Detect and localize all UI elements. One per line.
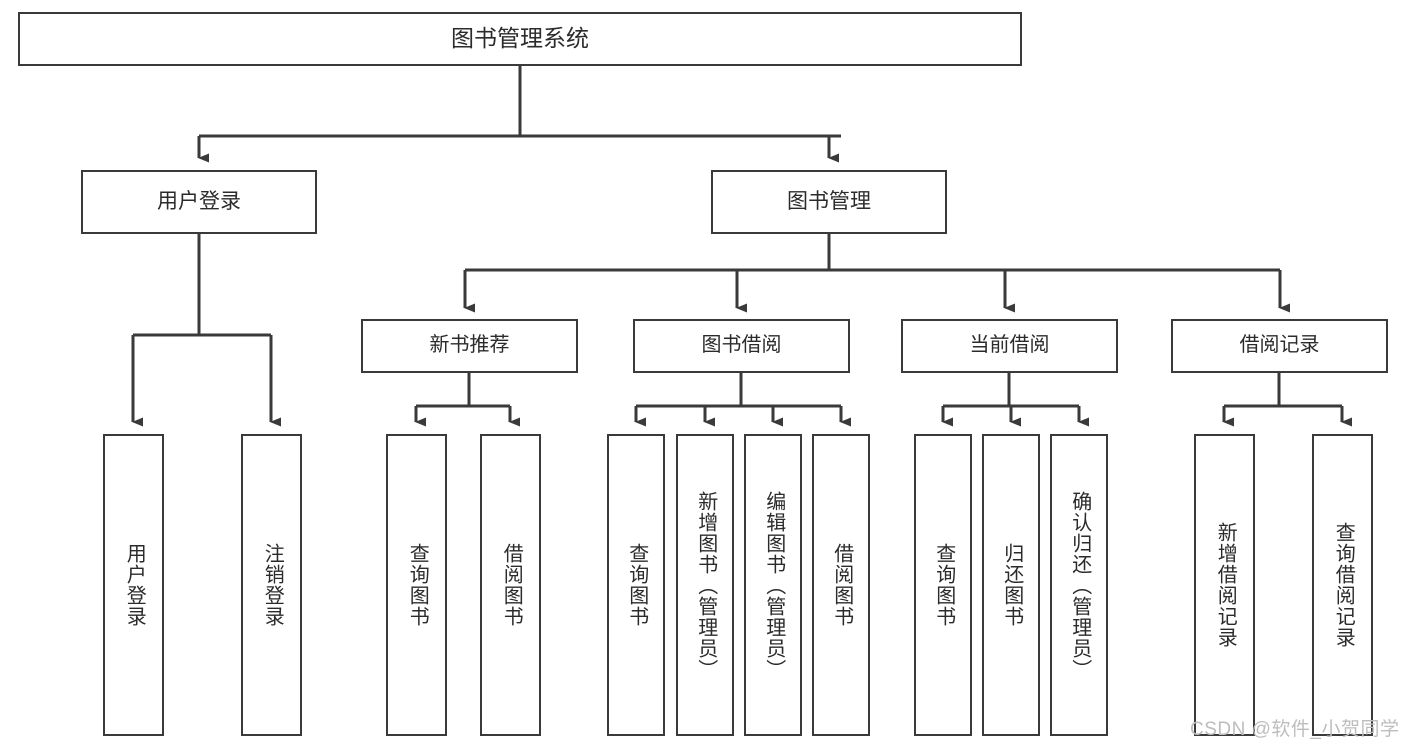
node-root[interactable]: 图书管理系统 [18, 12, 1022, 66]
node-leaf-borrow-book-1-label: 借阅图书 [500, 543, 523, 627]
node-borrow-record-label: 借阅记录 [1239, 334, 1320, 357]
node-leaf-query-record[interactable]: 查询借阅记录 [1312, 434, 1373, 736]
node-leaf-return-book-label: 归还图书 [1000, 543, 1023, 627]
node-leaf-edit-book[interactable]: 编辑图书（管理员） [744, 434, 802, 736]
node-leaf-query-book-3[interactable]: 查询图书 [914, 434, 972, 736]
node-leaf-borrow-book-1[interactable]: 借阅图书 [480, 434, 541, 736]
node-leaf-query-book-1[interactable]: 查询图书 [386, 434, 447, 736]
node-user-login-label: 用户登录 [157, 189, 241, 213]
node-book-borrow-label: 图书借阅 [701, 334, 782, 357]
node-leaf-add-book-label: 新增图书（管理员） [694, 490, 717, 680]
node-leaf-logout-login-label: 注销登录 [261, 543, 284, 627]
node-borrow-record[interactable]: 借阅记录 [1171, 319, 1388, 373]
node-leaf-user-login[interactable]: 用户登录 [103, 434, 164, 736]
node-leaf-confirm-return[interactable]: 确认归还（管理员） [1050, 434, 1108, 736]
node-leaf-confirm-return-label: 确认归还（管理员） [1068, 490, 1091, 680]
node-leaf-query-book-2[interactable]: 查询图书 [607, 434, 665, 736]
node-leaf-borrow-book-2[interactable]: 借阅图书 [812, 434, 870, 736]
node-current-borrow-label: 当前借阅 [969, 334, 1050, 357]
node-leaf-user-login-label: 用户登录 [123, 543, 146, 627]
node-leaf-query-record-label: 查询借阅记录 [1332, 522, 1355, 648]
node-leaf-logout-login[interactable]: 注销登录 [241, 434, 302, 736]
watermark-text: CSDN @软件_小贺同学 [1190, 719, 1400, 740]
node-leaf-add-book[interactable]: 新增图书（管理员） [676, 434, 734, 736]
node-user-login[interactable]: 用户登录 [81, 170, 317, 234]
node-leaf-return-book[interactable]: 归还图书 [982, 434, 1040, 736]
node-book-borrow[interactable]: 图书借阅 [633, 319, 850, 373]
node-leaf-add-record[interactable]: 新增借阅记录 [1194, 434, 1255, 736]
node-new-book-rec[interactable]: 新书推荐 [361, 319, 578, 373]
node-leaf-add-record-label: 新增借阅记录 [1214, 522, 1237, 648]
node-leaf-query-book-3-label: 查询图书 [932, 543, 955, 627]
node-new-book-rec-label: 新书推荐 [429, 334, 510, 357]
node-book-manage-label: 图书管理 [787, 189, 871, 213]
node-book-manage[interactable]: 图书管理 [711, 170, 947, 234]
node-leaf-borrow-book-2-label: 借阅图书 [830, 543, 853, 627]
node-current-borrow[interactable]: 当前借阅 [901, 319, 1118, 373]
node-leaf-query-book-1-label: 查询图书 [406, 543, 429, 627]
node-leaf-edit-book-label: 编辑图书（管理员） [762, 490, 785, 680]
node-root-label: 图书管理系统 [451, 25, 589, 52]
node-leaf-query-book-2-label: 查询图书 [625, 543, 648, 627]
